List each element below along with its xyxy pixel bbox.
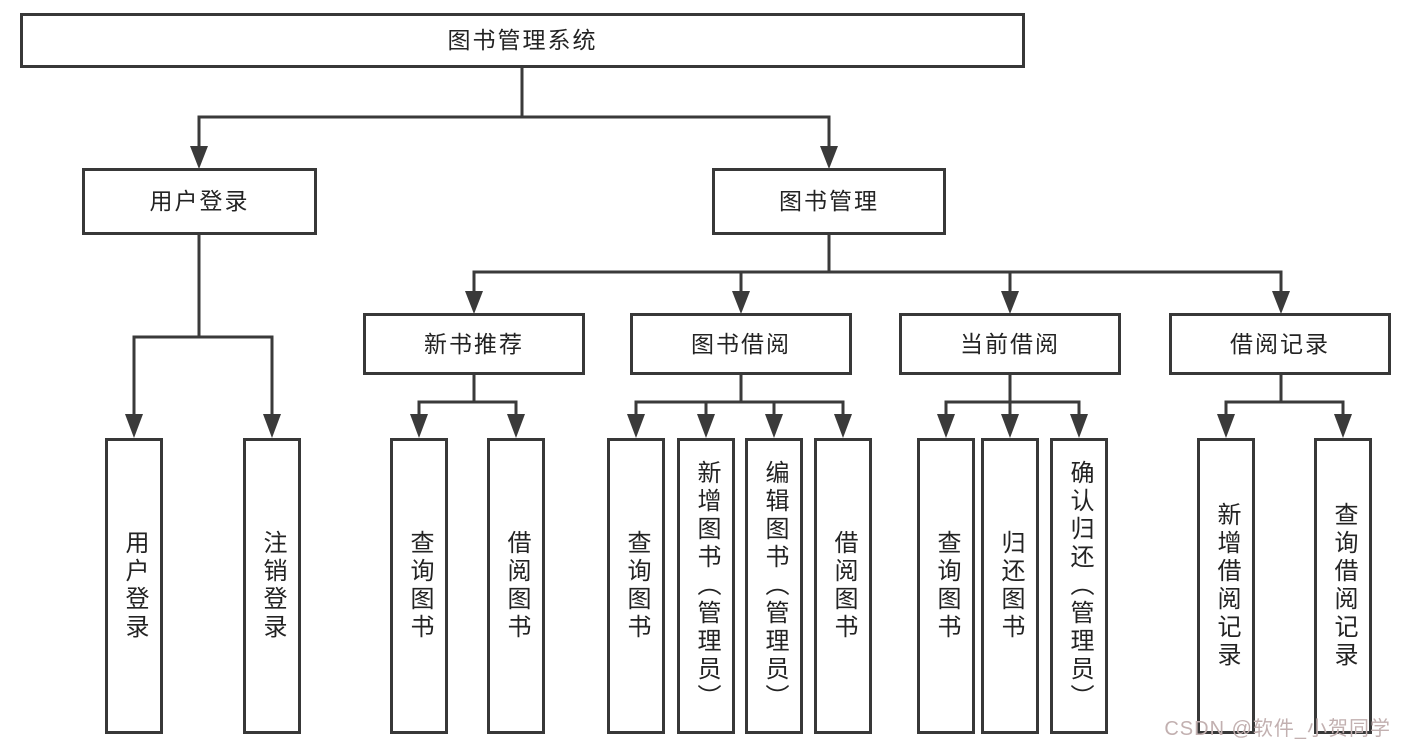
arrow-down-icon (627, 414, 645, 438)
node-label: 确认归还（管理员） (1066, 460, 1093, 712)
node-label: 图书管理 (779, 188, 879, 214)
node-label: 图书管理系统 (447, 27, 598, 53)
edge-current-borrowing (944, 375, 1081, 416)
node-cb-return-books: 归还图书 (981, 438, 1039, 734)
node-current-borrowing: 当前借阅 (899, 313, 1121, 375)
arrow-down-icon (410, 414, 428, 438)
arrow-down-icon (465, 291, 483, 314)
node-cb-query-books: 查询图书 (917, 438, 975, 734)
arrow-down-icon (1001, 414, 1019, 438)
node-label: 查询借阅记录 (1330, 502, 1357, 670)
node-bb-query-books: 查询图书 (607, 438, 665, 734)
arrow-down-icon (834, 414, 852, 438)
edge-root (197, 68, 831, 148)
node-label: 借阅图书 (830, 530, 857, 642)
node-label: 查询图书 (623, 530, 650, 642)
node-user-login: 用户登录 (105, 438, 163, 734)
node-label: 借阅图书 (503, 530, 530, 642)
node-root: 图书管理系统 (20, 13, 1025, 68)
edge-user-login-group (132, 235, 274, 416)
arrow-down-icon (732, 291, 750, 314)
node-label: 新书推荐 (424, 330, 524, 357)
node-nb-query-books: 查询图书 (390, 438, 448, 734)
arrow-down-icon (1272, 291, 1290, 314)
node-book-borrowing: 图书借阅 (630, 313, 852, 375)
edge-book-borrowing (634, 375, 845, 416)
arrow-down-icon (1001, 291, 1019, 314)
arrow-down-icon (1070, 414, 1088, 438)
arrow-down-icon (697, 414, 715, 438)
edge-new-book-recommend (417, 375, 518, 416)
node-cb-confirm-return: 确认归还（管理员） (1050, 438, 1108, 734)
arrow-down-icon (765, 414, 783, 438)
arrow-down-icon (125, 414, 143, 438)
node-label: 借阅记录 (1230, 330, 1330, 357)
edge-borrowing-records (1224, 375, 1345, 416)
node-nb-borrow-books: 借阅图书 (487, 438, 545, 734)
arrow-down-icon (507, 414, 525, 438)
arrow-down-icon (1217, 414, 1235, 438)
node-bb-add-books: 新增图书（管理员） (677, 438, 735, 734)
node-bb-borrow-books: 借阅图书 (814, 438, 872, 734)
arrow-down-icon (190, 146, 208, 169)
arrow-down-icon (263, 414, 281, 438)
node-label: 查询图书 (406, 530, 433, 642)
node-label: 用户登录 (121, 530, 148, 642)
node-logout: 注销登录 (243, 438, 301, 734)
arrow-down-icon (1334, 414, 1352, 438)
node-label: 归还图书 (997, 530, 1024, 642)
node-book-management: 图书管理 (712, 168, 946, 235)
edge-book-management (472, 235, 1283, 293)
arrow-down-icon (937, 414, 955, 438)
node-new-book-recommend: 新书推荐 (363, 313, 585, 375)
node-borrowing-records: 借阅记录 (1169, 313, 1391, 375)
node-br-add-record: 新增借阅记录 (1197, 438, 1255, 734)
node-bb-edit-books: 编辑图书（管理员） (745, 438, 803, 734)
node-label: 新增借阅记录 (1213, 502, 1240, 670)
node-label: 图书借阅 (691, 330, 791, 357)
node-label: 编辑图书（管理员） (761, 460, 788, 712)
node-label: 新增图书（管理员） (693, 460, 720, 712)
node-label: 查询图书 (933, 530, 960, 642)
node-label: 当前借阅 (960, 330, 1060, 357)
node-user-login-group: 用户登录 (82, 168, 317, 235)
watermark-text: CSDN @软件_小贺同学 (1164, 718, 1391, 740)
arrow-down-icon (820, 146, 838, 169)
node-label: 注销登录 (259, 530, 286, 642)
node-br-query-record: 查询借阅记录 (1314, 438, 1372, 734)
node-label: 用户登录 (149, 188, 250, 214)
